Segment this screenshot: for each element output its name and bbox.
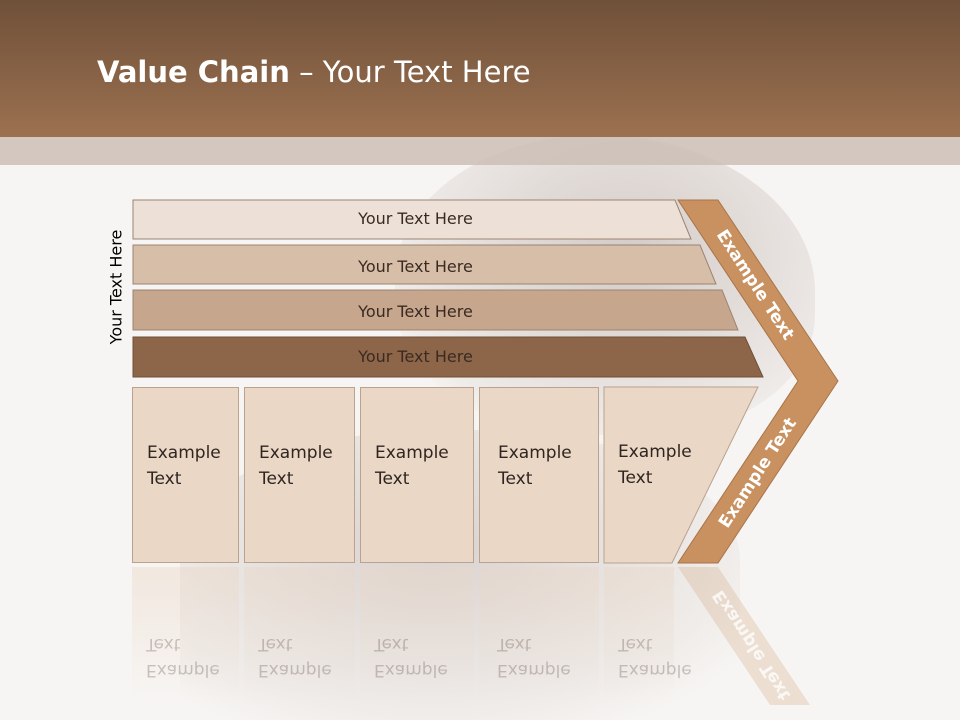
- box-5-shape: [603, 386, 759, 564]
- header-bar: [0, 0, 960, 137]
- row-label-4: Your Text Here: [358, 347, 473, 366]
- row-band-2: [132, 244, 717, 285]
- slide-title: Value Chain – Your Text Here: [97, 55, 531, 89]
- row-label-3: Your Text Here: [358, 302, 473, 321]
- title-rest: – Your Text Here: [289, 55, 531, 89]
- row-label-2: Your Text Here: [358, 257, 473, 276]
- chevron-arrow: [677, 199, 839, 564]
- row-band-3: [132, 289, 739, 331]
- header-band: [0, 137, 960, 165]
- chevron-reflection: [678, 567, 810, 705]
- row-label-1: Your Text Here: [358, 209, 473, 228]
- title-bold: Value Chain: [97, 55, 290, 89]
- row-band-1: [132, 199, 692, 240]
- row-band-4: [132, 336, 764, 378]
